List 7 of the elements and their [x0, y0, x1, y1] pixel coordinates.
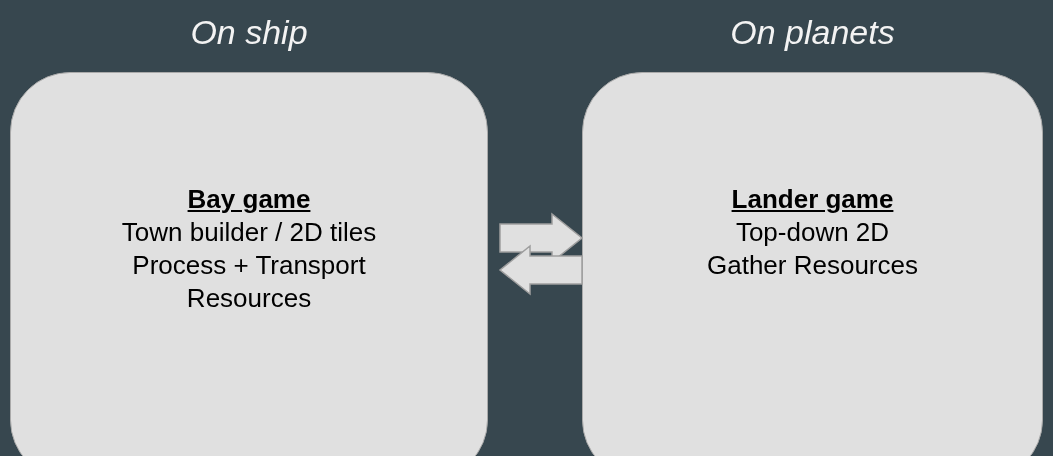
block-arrow [498, 244, 583, 296]
panel-title: Bay game [187, 183, 311, 216]
panel-description: Top-down 2D Gather Resources [706, 216, 919, 282]
panel-description: Town builder / 2D tiles Process + Transport Resources [120, 216, 378, 315]
panel-title: Lander game [731, 183, 894, 216]
column-heading: On planets [729, 12, 896, 53]
column-heading: On ship [189, 12, 309, 53]
